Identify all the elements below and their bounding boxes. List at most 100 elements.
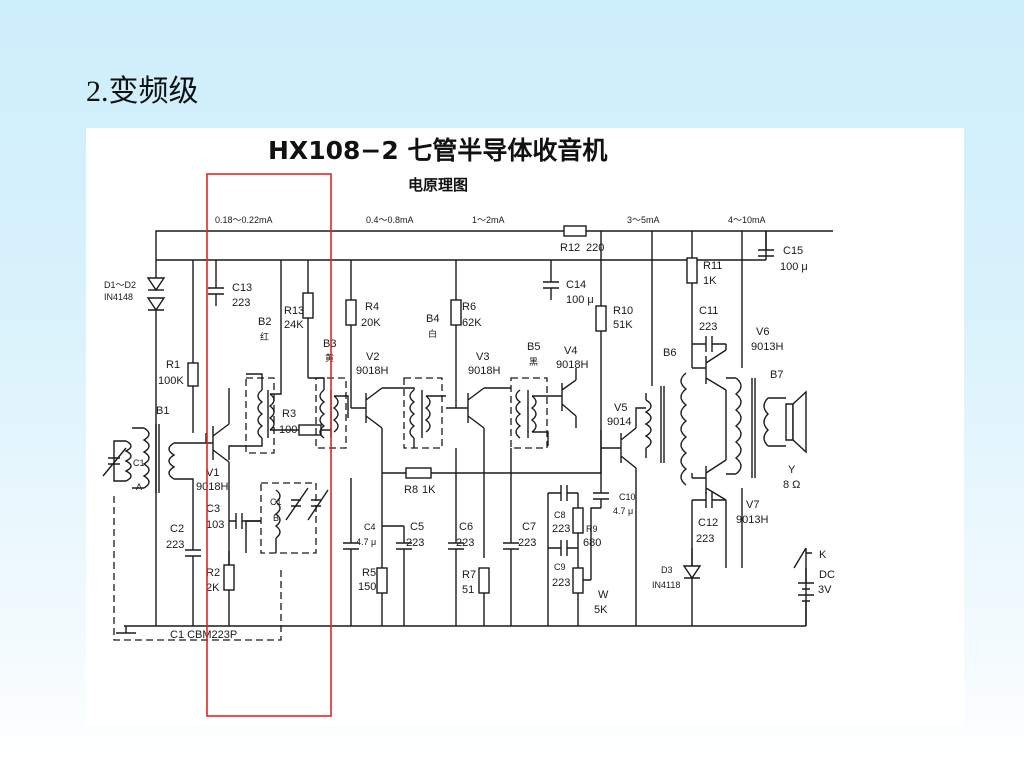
transistor-v2-label: V2 [366,351,379,363]
resistor-r10: R10 51K [595,231,633,458]
battery-dc: DC 3V [798,568,835,626]
transistor-v7-label: V7 [746,499,759,511]
resistor-r12: R12 220 [560,225,604,254]
diodes-d1-d2-label: D1～D2 [104,280,136,290]
resistor-r6-label: 62K [462,317,482,329]
oscillator-coil-b2: B2 红 [228,260,291,460]
tuning-capacitor-c1b-label: B [273,513,279,523]
tuning-capacitor-c1a: C1 A [102,447,145,492]
resistor-r5-label: 150 [358,581,376,593]
resistor-r11-label: 1K [703,275,717,287]
tuning-capacitor-c1b: C1 B [245,482,329,554]
capacitor-c7: C7 223 [503,448,536,626]
capacitor-c6-label: C6 [459,521,473,533]
transistor-v5-label: 9014 [607,416,631,428]
resistor-r7: R7 51 [462,567,490,626]
capacitor-c3-label: 103 [206,519,224,531]
resistor-r6: R6 62K [450,260,482,408]
antenna-coil-b1: B1 [113,405,207,493]
driver-transformer-b6: B6 [644,347,688,486]
c1-cbm-label: C1 CBM223P [170,629,237,641]
capacitor-c8: C8 223 [548,485,578,535]
resistor-r7-label: 51 [462,584,474,596]
resistor-r1-label: 100K [158,375,184,387]
resistor-r2: R2 2K [206,551,235,626]
schematic-title: HX108−2 七管半导体收音机 [268,136,607,165]
capacitor-c13-label: C13 [232,282,252,294]
capacitor-c6-label: 223 [456,537,474,549]
transistor-v5: V5 9014 [601,402,646,626]
tuning-capacitor-c1a-label: C1 [133,458,145,468]
capacitor-c10-label: C10 [619,492,636,502]
oscillator-coil-b2-label: 红 [260,331,269,342]
capacitor-c5-label: C5 [410,521,424,533]
battery-dc-label: DC [819,569,835,581]
transistor-v1-label: 9018H [196,481,228,493]
capacitor-c4: C4 4.7 μ [343,478,376,626]
transistor-v4-label: V4 [564,345,577,357]
resistor-r12-label: R12 [560,242,580,254]
capacitor-c2: C2 223 [166,488,201,626]
circuit-schematic: HX108−2 七管半导体收音机 电原理图 0.18～0.22mA 0.4～0.… [102,136,835,717]
diode-d3-label: D3 [661,565,673,575]
power-switch-k-label: K [819,549,827,561]
resistor-r2-label: 2K [206,582,220,594]
capacitor-c14-label: 100 μ [566,294,594,306]
wire-right-rail [741,231,807,568]
diodes-d1-d2-label: IN4148 [104,292,133,302]
transistor-v3: V3 9018H [446,351,511,558]
capacitor-c5: C5 223 [382,521,424,626]
transistor-v2: V2 9018H [351,351,401,478]
transistor-v6-label: 9013H [751,341,783,353]
resistor-r2-label: R2 [206,567,220,579]
slide-title: 2.变频级 [86,75,199,108]
capacitor-c11: C11 223 [692,305,726,352]
speaker-y-label: 8 Ω [783,479,800,491]
capacitor-c13-label: 223 [232,297,250,309]
schematic-subtitle: 电原理图 [408,176,468,194]
capacitor-c12-label: 223 [696,533,714,545]
transistor-v1: V1 9018H [196,388,230,568]
transistor-v4: V4 9018H [556,345,588,428]
current-label-2: 0.4～0.8mA [366,215,414,225]
capacitor-c14-label: C14 [566,279,586,291]
resistor-r1-label: R1 [166,359,180,371]
capacitor-c4-label: 4.7 μ [356,537,376,547]
capacitor-c2-label: C2 [170,523,184,535]
ground-symbol [116,626,136,634]
speaker-y-label: Y [788,464,796,476]
speaker-y: Y 8 Ω [783,390,807,491]
resistor-r13-label: 24K [284,319,304,331]
battery-dc-label: 3V [818,584,832,596]
resistor-r9-label: R9 [586,524,598,534]
capacitor-c7-label: C7 [522,521,536,533]
resistor-r4-label: 20K [361,317,381,329]
capacitor-c15-label: 100 μ [780,261,808,273]
transistor-v7: V7 9013H [692,428,768,526]
if-transformer-b5: B5 黑 [510,341,556,449]
output-transformer-b7-label: B7 [770,369,783,381]
converter-stage-highlight [206,173,332,717]
capacitor-c10-label: 4.7 μ [613,506,633,516]
capacitor-c13: C13 223 [208,260,252,309]
capacitor-c10: C10 4.7 μ [593,458,636,516]
resistor-r4-label: R4 [365,301,379,313]
capacitor-c14: C14 100 μ [543,260,594,306]
antenna-coil-b1-label: B1 [156,405,169,417]
current-label-4: 3～5mA [627,215,660,225]
diodes-d1-d2: D1～D2 IN4148 [104,260,166,626]
output-transformer-b7: B7 [726,369,786,478]
resistor-r13: R13 24K [284,260,314,378]
transistor-v2-label: 9018H [356,365,388,377]
resistor-r8-label: R8 [404,484,418,496]
transistor-v6-label: V6 [756,326,769,338]
current-label-5: 4～10mA [728,215,766,225]
resistor-r5-label: R5 [362,567,376,579]
capacitor-c12-label: C12 [698,517,718,529]
power-switch-k: K [793,547,827,569]
resistor-r8: R8 1K [382,430,602,496]
capacitor-c9-label: 223 [552,577,570,589]
if-transformer-b3-label: B3 [323,338,336,350]
capacitor-c11-label: C11 [699,305,718,317]
capacitor-c11-label: 223 [699,321,717,333]
